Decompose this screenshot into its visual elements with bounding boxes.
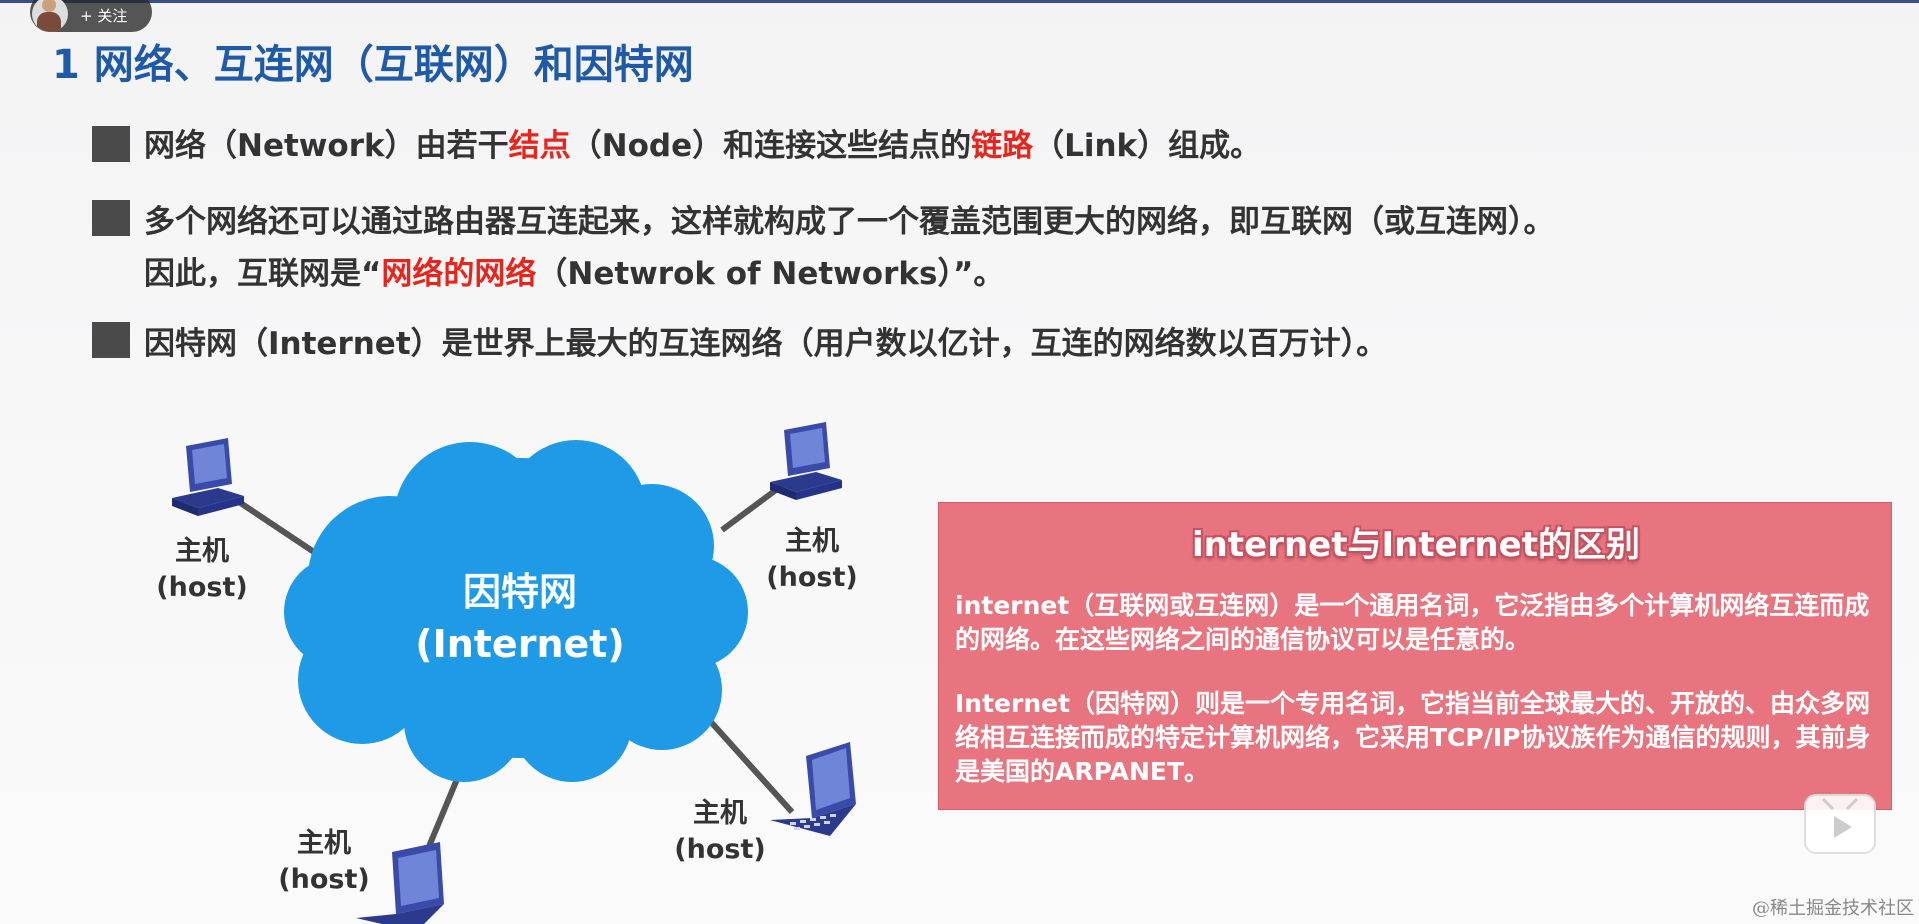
host-label: 主机 (host) <box>762 524 862 596</box>
host-label-line-2: (host) <box>674 834 766 865</box>
bullet-3-text: 因特网（Internet）是世界上最大的互连网络（用户数以亿计，互连的网络数以百… <box>144 326 1388 362</box>
play-icon[interactable] <box>1804 794 1876 854</box>
bullet-1-text: 网络（Network）由若干结点（Node）和连接这些结点的链路（Link）组成… <box>144 120 1261 165</box>
bullet-1-part: 网络（Network）由若干 <box>144 128 509 164</box>
cloud-label-line-2: (Internet) <box>415 622 625 666</box>
bullet-2-line-2: 因此，互联网是“网络的网络（Netwrok of Networks）”。 <box>144 248 1004 293</box>
bullet-1-part: （Node）和连接这些结点的 <box>570 128 972 164</box>
watermark: @稀土掘金技术社区 <box>1752 898 1914 919</box>
cloud-label-line-1: 因特网 <box>462 570 577 614</box>
host-label-line-2: (host) <box>156 572 248 603</box>
bullet-square-icon <box>92 200 130 236</box>
top-border <box>0 0 1919 3</box>
host-label-line-1: 主机 <box>693 798 747 829</box>
avatar <box>32 0 68 32</box>
host-label: 主机 (host) <box>152 534 252 606</box>
host-label-line-2: (host) <box>278 864 370 895</box>
bullet-1-part: （Link）组成。 <box>1033 128 1262 164</box>
bullet-2-line-1: 多个网络还可以通过路由器互连起来，这样就构成了一个覆盖范围更大的网络，即互联网（… <box>144 204 1555 240</box>
highlight-link: 链路 <box>971 128 1034 164</box>
host-label-line-1: 主机 <box>297 828 351 859</box>
bullet-square-icon <box>92 322 130 358</box>
host-label-line-2: (host) <box>766 562 858 593</box>
laptop-computer-icon <box>770 742 856 836</box>
follow-button[interactable]: + 关注 <box>30 0 152 32</box>
follow-label: + 关注 <box>80 6 128 25</box>
host-label: 主机 (host) <box>274 826 374 898</box>
info-box-paragraph-1: internet（互联网或互连网）是一个通用名词，它泛指由多个计算机网络互连而成… <box>955 591 1870 654</box>
host-label-line-1: 主机 <box>175 536 229 567</box>
info-box-heading: internet与Internet的区别 <box>1192 525 1640 565</box>
desktop-computer-icon <box>770 422 842 500</box>
host-label: 主机 (host) <box>670 796 770 868</box>
laptop-computer-icon <box>356 842 444 924</box>
bullet-square-icon <box>92 126 130 162</box>
info-box: internet与Internet的区别 internet（互联网或互连网）是一… <box>938 502 1892 810</box>
internet-cloud-icon <box>284 440 748 782</box>
highlight-node: 结点 <box>508 128 571 164</box>
host-label-line-1: 主机 <box>785 526 839 557</box>
link-line <box>720 481 786 533</box>
bullet-2-part: 因此，互联网是“ <box>144 256 382 292</box>
desktop-computer-icon <box>172 438 244 516</box>
slide-title: 1 网络、互连网（互联网）和因特网 <box>52 42 694 88</box>
bullet-2-part: （Netwrok of Networks）”。 <box>536 256 1005 292</box>
highlight-network-of-networks: 网络的网络 <box>381 256 537 292</box>
cloud-label: 因特网 (Internet) <box>380 566 660 670</box>
info-box-paragraph-2: Internet（因特网）则是一个专用名词，它指当前全球最大的、开放的、由众多网… <box>955 689 1871 786</box>
